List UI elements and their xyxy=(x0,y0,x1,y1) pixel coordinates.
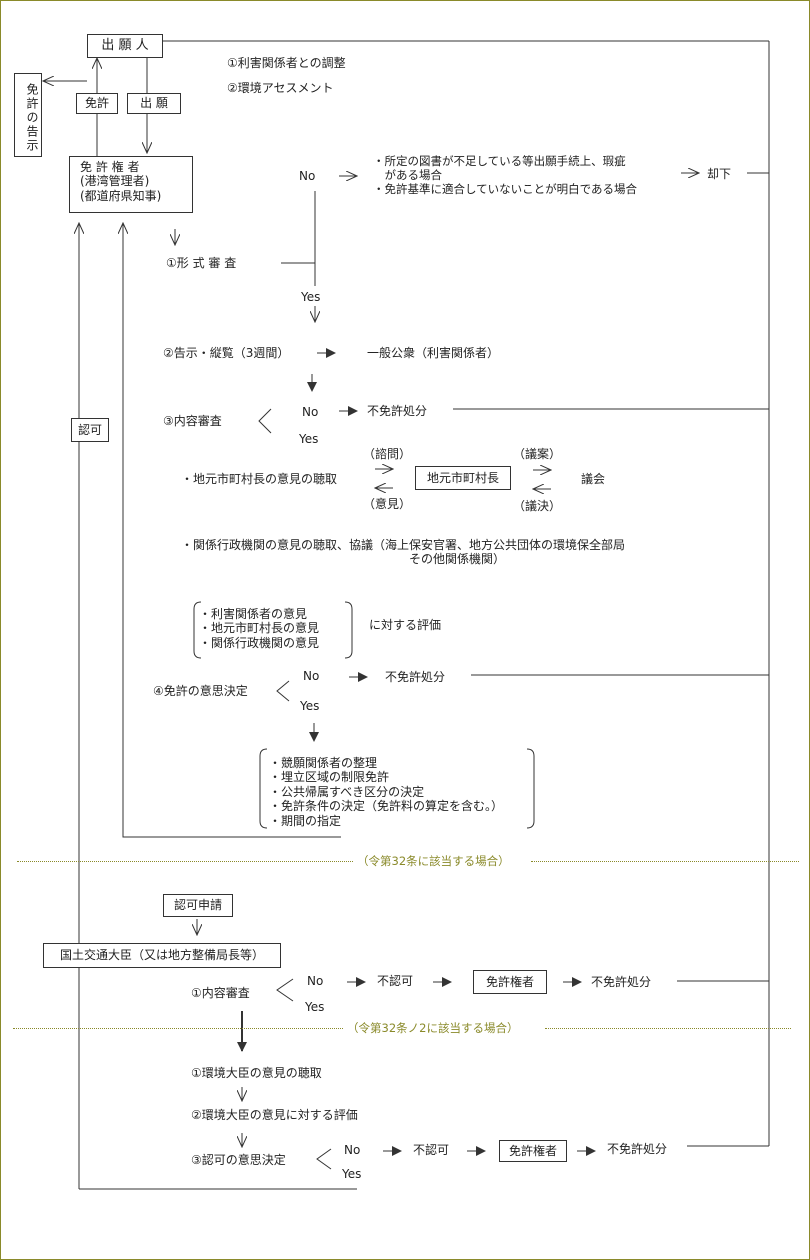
license-decision-result: 不免許処分 xyxy=(385,670,446,684)
license-authority-box: 免 許 権 者 (港湾管理者) (都道府県知事) xyxy=(69,156,193,213)
inquiry-label: （諮問） xyxy=(363,447,412,461)
section32-2-header: （令第32条ノ2に該当する場合） xyxy=(347,1021,519,1035)
license-label-box: 免許 xyxy=(76,93,118,114)
approval-decision-label: ③認可の意思決定 xyxy=(191,1153,286,1167)
section32-header: （令第32条に該当する場合） xyxy=(357,854,510,868)
formal-review-no: No xyxy=(299,169,316,183)
section32-2-no: No xyxy=(344,1143,361,1157)
general-public-label: 一般公衆（利害関係者） xyxy=(367,346,500,360)
note-environmental-assessment: ②環境アセスメント xyxy=(227,81,334,95)
resolution-label: （議決） xyxy=(513,499,562,513)
minister-box: 国土交通大臣（又は地方整備局長等） xyxy=(43,943,281,968)
evaluation-items: ・利害関係者の意見 ・地元市町村長の意見 ・関係行政機関の意見 xyxy=(199,607,320,650)
section32-no: No xyxy=(307,974,324,988)
section32-2-authority-box: 免許権者 xyxy=(499,1140,567,1162)
formal-review-yes: Yes xyxy=(301,290,321,304)
note-stakeholder-coordination: ①利害関係者との調整 xyxy=(227,56,346,70)
section32-2-divider-left xyxy=(13,1028,343,1029)
section32-2-result: 不免許処分 xyxy=(607,1142,668,1156)
env-minister-hearing: ①環境大臣の意見の聴取 xyxy=(191,1066,322,1080)
license-conditions: ・競願関係者の整理 ・埋立区域の制限免許 ・公共帰属すべき区分の決定 ・免許条件… xyxy=(269,756,504,828)
content-review-no: No xyxy=(302,405,319,419)
evaluation-suffix: に対する評価 xyxy=(369,618,442,632)
section32-review-label: ①内容審査 xyxy=(191,986,250,1000)
proposal-label: （議案） xyxy=(513,447,562,461)
section32-yes: Yes xyxy=(305,1000,325,1014)
approval-request-box: 認可申請 xyxy=(163,894,233,917)
section32-2-yes: Yes xyxy=(342,1167,362,1181)
local-mayor-box: 地元市町村長 xyxy=(415,466,511,490)
env-minister-evaluation: ②環境大臣の意見に対する評価 xyxy=(191,1108,358,1122)
license-decision-label: ④免許の意思決定 xyxy=(153,684,248,698)
notice-inspection-label: ②告示・縦覧（3週間） xyxy=(163,346,290,360)
approval-label-box: 認可 xyxy=(71,418,109,442)
section32-divider-right xyxy=(531,861,799,862)
content-review-yes: Yes xyxy=(299,432,319,446)
license-notice-box: 免許の告示 xyxy=(14,73,42,157)
section32-2-disapprove: 不認可 xyxy=(413,1143,450,1157)
section32-divider-left xyxy=(17,861,353,862)
apply-label-box: 出 願 xyxy=(127,93,181,114)
agencies-consultation: ・関係行政機関の意見の聴取、協議（海上保安官署、地方公共団体の環境保全部局 その… xyxy=(181,538,626,567)
local-mayor-hearing: ・地元市町村長の意見の聴取 xyxy=(181,472,338,486)
applicant-box: 出 願 人 xyxy=(87,34,163,58)
section32-2-divider-right xyxy=(545,1028,791,1029)
formal-review-label: ①形 式 審 査 xyxy=(166,256,237,270)
content-review-result: 不免許処分 xyxy=(367,404,428,418)
section32-authority-box: 免許権者 xyxy=(473,970,547,994)
council-label: 議会 xyxy=(581,472,606,486)
rejection-reasons: ・所定の図書が不足している等出願手続上、瑕疵 がある場合 ・免許基準に適合してい… xyxy=(373,154,638,196)
rejection-result: 却下 xyxy=(707,167,732,181)
license-decision-yes: Yes xyxy=(300,699,320,713)
section32-result: 不免許処分 xyxy=(591,975,652,989)
content-review-label: ③内容審査 xyxy=(163,414,222,428)
section32-disapprove: 不認可 xyxy=(377,974,414,988)
license-decision-no: No xyxy=(303,669,320,683)
opinion-label: （意見） xyxy=(363,497,412,511)
